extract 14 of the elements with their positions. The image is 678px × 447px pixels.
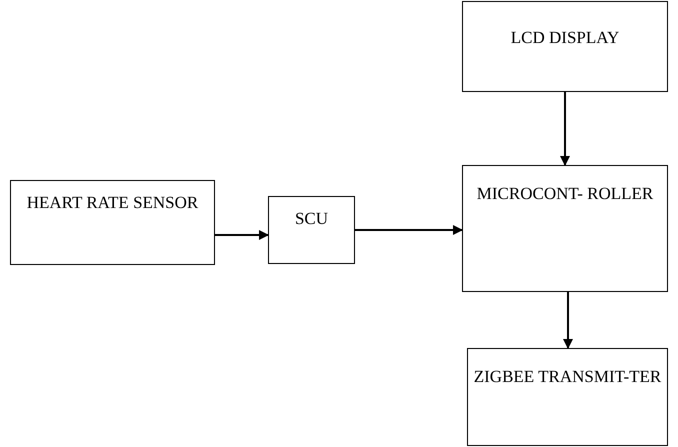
block-box xyxy=(462,165,668,292)
arrow xyxy=(355,225,463,235)
block-box xyxy=(467,348,668,446)
block-label: HEART RATE SENSOR xyxy=(26,192,200,214)
block-label: MICROCONT- ROLLER xyxy=(476,183,654,205)
arrow xyxy=(215,230,269,240)
arrow xyxy=(560,92,570,166)
block-label: ZIGBEE TRANSMIT-TER xyxy=(472,366,662,388)
block-box xyxy=(268,196,355,264)
block-label: LCD DISPLAY xyxy=(510,27,620,49)
block-label: SCU xyxy=(294,208,330,230)
block-box xyxy=(10,180,215,265)
arrow xyxy=(563,292,573,349)
block-box xyxy=(462,1,668,92)
